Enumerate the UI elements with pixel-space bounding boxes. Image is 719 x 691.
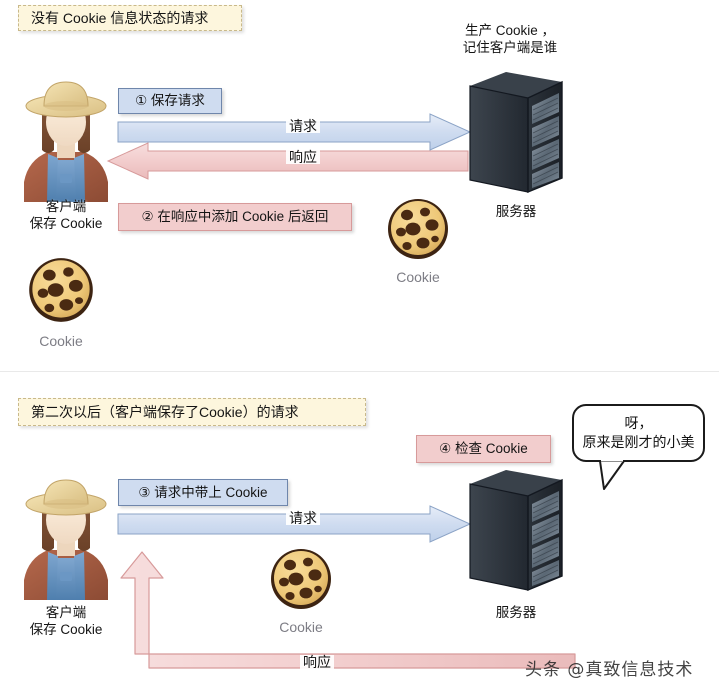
client-avatar-bottom (14, 472, 118, 600)
step4-label-text: ④ 检查 Cookie (439, 441, 528, 457)
server-caption-top: 服务器 (495, 204, 537, 219)
speech-bubble-tail (590, 458, 634, 491)
response-arrow-bottom-label: 响应 (300, 655, 334, 669)
client-caption-top: 客户端 保存 Cookie (29, 199, 103, 231)
cookie-caption-server-top: Cookie (396, 269, 440, 285)
server-rack-bottom (466, 466, 566, 600)
cookie-icon-client-top (26, 255, 96, 325)
watermark: 头条 @真致信息技术 (525, 660, 694, 680)
cookie-caption-bottom: Cookie (279, 619, 323, 635)
step1-label: ① 保存请求 (118, 88, 222, 114)
server-rack-top (466, 68, 566, 202)
step2-label: ② 在响应中添加 Cookie 后返回 (118, 203, 352, 231)
step2-label-text: ② 在响应中添加 Cookie 后返回 (141, 209, 329, 225)
section-banner-bottom-text: 第二次以后（客户端保存了Cookie）的请求 (31, 404, 299, 420)
response-arrow-top-label: 响应 (286, 150, 320, 164)
server-caption-bottom: 服务器 (495, 605, 537, 620)
section-divider (0, 371, 719, 372)
speech-bubble-text: 呀， 原来是刚才的小美 (582, 415, 695, 450)
client-caption-bottom: 客户端 保存 Cookie (29, 605, 103, 637)
step3-label-text: ③ 请求中带上 Cookie (138, 484, 268, 500)
cookie-icon-bottom (268, 546, 334, 612)
step1-label-text: ① 保存请求 (135, 93, 205, 109)
section-banner-top: 没有 Cookie 信息状态的请求 (18, 5, 242, 31)
request-arrow-top-label: 请求 (286, 119, 320, 133)
step3-label: ③ 请求中带上 Cookie (118, 479, 288, 506)
response-arrow-bottom (95, 550, 576, 685)
client-avatar-top (14, 74, 118, 202)
section-banner-top-text: 没有 Cookie 信息状态的请求 (31, 10, 209, 26)
speech-bubble: 呀， 原来是刚才的小美 (572, 404, 705, 462)
cookie-caption-client-top: Cookie (39, 333, 83, 349)
request-arrow-bottom-label: 请求 (286, 511, 320, 525)
section-banner-bottom: 第二次以后（客户端保存了Cookie）的请求 (18, 398, 366, 426)
cookie-icon-server-top (385, 196, 451, 262)
step4-label: ④ 检查 Cookie (416, 435, 551, 463)
server-note-top: 生产 Cookie ， 记住客户端是谁 (462, 23, 558, 55)
